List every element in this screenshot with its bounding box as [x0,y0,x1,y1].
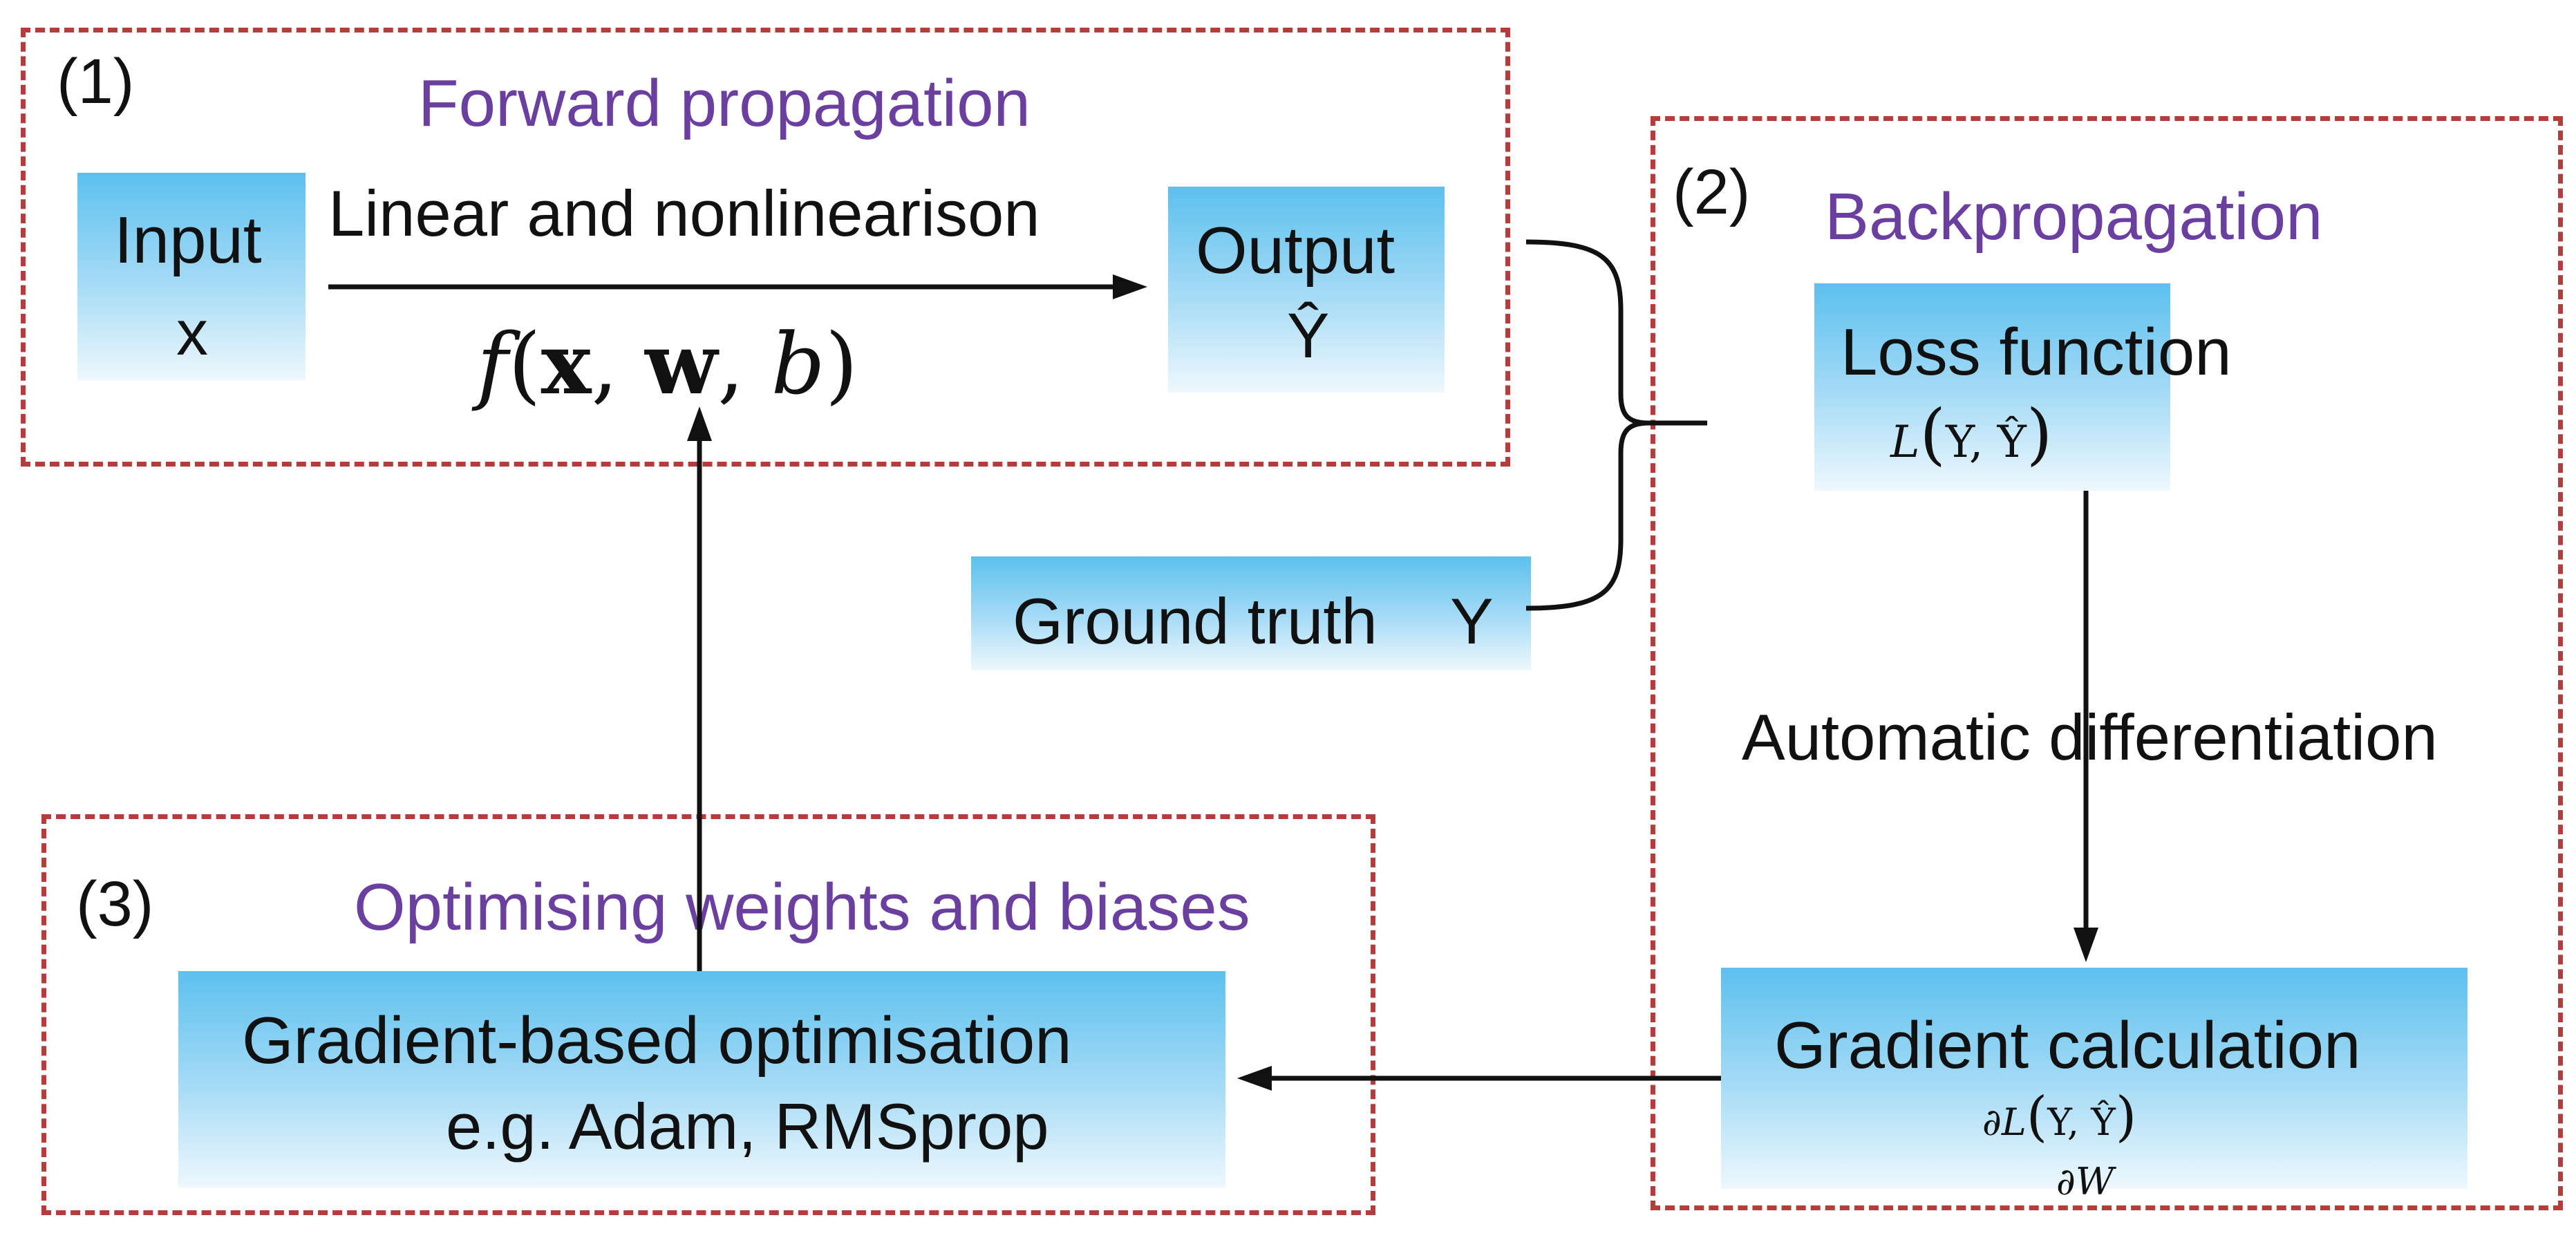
formula-f: f [477,315,509,413]
loss-L: L [1890,417,1920,468]
gradient-optimisation-box [178,971,1225,1187]
backprop-section-title: Backpropagation [1825,180,2323,254]
input-variable: x [176,298,208,368]
loss-function-title: Loss function [1841,315,2232,389]
forward-arrow-head [1113,274,1147,299]
gradient-denominator: ∂W [2056,1160,2114,1203]
forward-section-title: Forward propagation [418,66,1031,140]
optimise-section-number: (3) [76,869,154,939]
loss-formula: L(Y, Ŷ) [1890,401,2052,467]
forward-arrow-label: Linear and nonlinearison [328,177,1040,250]
ground-truth-box [971,556,1531,670]
grad-close-paren: ) [2115,1086,2137,1148]
loss-close-paren: ) [2026,395,2053,473]
merge-brace [1525,239,1707,611]
formula-x: x [540,314,592,413]
gradient-to-optimiser-arrow-head [1237,1066,1272,1091]
output-box [1168,187,1445,393]
update-weights-arrow-head [687,406,712,441]
input-box [77,173,305,380]
loss-open-paren: ( [1919,395,1946,473]
input-label: Input [114,203,262,277]
output-variable: Ŷ [1287,301,1330,371]
forward-section-number: (1) [57,46,135,117]
backpropagation-section [1651,116,2563,1210]
grad-dL: ∂L [1982,1100,2027,1144]
formula-comma-2: , [717,315,744,413]
ground-truth-symbol: Y [1450,585,1494,657]
gradient-calculation-title: Gradient calculation [1774,1008,2361,1082]
forward-propagation-section [21,28,1510,467]
formula-close-paren: ) [825,315,858,413]
optimisation-line-2: e.g. Adam, RMSprop [446,1090,1049,1163]
formula-comma-1: , [591,315,619,413]
output-label: Output [1196,214,1395,288]
autodiff-label: Automatic differentiation [1742,701,2438,773]
autodiff-arrow-head [2074,928,2098,962]
grad-args: Y, Ŷ [2047,1100,2116,1144]
optimise-section-title: Optimising weights and biases [354,870,1250,944]
backprop-section-number: (2) [1673,157,1751,227]
gradient-calculation-box [1721,968,2467,1189]
formula-b: b [771,315,825,413]
forward-formula: f(x, w, b) [477,321,858,406]
optimisation-line-1: Gradient-based optimisation [242,1004,1072,1078]
gradient-numerator: ∂L(Y, Ŷ) [1982,1090,2136,1144]
loss-args: Y, Ŷ [1945,417,2027,468]
optimisation-section [41,814,1375,1215]
loss-function-box [1814,283,2170,491]
formula-w: w [645,314,718,413]
formula-open-paren: ( [508,315,541,413]
ground-truth-label: Ground truth [1013,585,1378,657]
grad-open-paren: ( [2026,1086,2048,1148]
